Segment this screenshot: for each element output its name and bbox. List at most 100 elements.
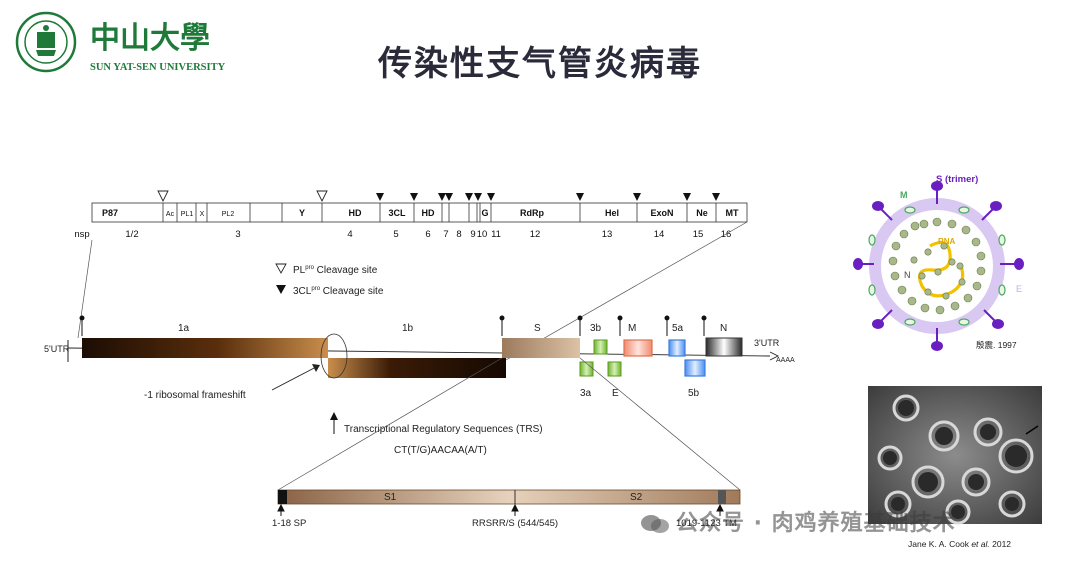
electron-micrograph: Jane K. A. Cook et al. 2012	[868, 386, 1042, 549]
spike-s2-label: S2	[630, 492, 643, 503]
nsp-box-label: HD	[349, 208, 362, 218]
watermark-text: 公众号 · 肉鸡养殖基础技术	[676, 511, 956, 536]
pl-cleavage-marker	[316, 190, 328, 203]
frameshift-annotation: -1 ribosomal frameshift	[144, 364, 320, 401]
virion-rna-label: RNA	[938, 237, 956, 246]
gene-5a-label: 5a	[672, 323, 684, 334]
gene-5a	[668, 339, 686, 357]
nsp-box-label: RdRp	[520, 208, 544, 218]
nsp-box-label: ExoN	[650, 208, 673, 218]
svg-text:PLpro Cleavage site: PLpro Cleavage site	[293, 265, 378, 276]
pl-cleavage-marker	[157, 190, 169, 203]
capsid-beads	[888, 217, 986, 315]
virion-n-label: N	[904, 270, 911, 280]
nsp-bar: P87 Ac PL1 X PL2 Y HD 3CL HD G RdRp Hel …	[74, 190, 748, 240]
3cl-cleavage-marker	[474, 193, 482, 201]
3cl-cleavage-marker	[683, 193, 691, 201]
nsp-box-label: 3CL	[388, 208, 406, 218]
nsp-number: 9	[470, 229, 475, 240]
spike-s1-label: S1	[384, 492, 397, 503]
frameshift-ellipse	[320, 333, 348, 379]
nsp-number: 10	[477, 229, 488, 240]
3cl-cleavage-marker	[633, 193, 641, 201]
legend-cl-sup: pro	[311, 286, 320, 292]
nsp-number: 6	[425, 229, 430, 240]
nsp-number: 4	[347, 229, 352, 240]
utr5-label: 5'UTR	[44, 344, 70, 354]
logo-english-name: SUN YAT-SEN UNIVERSITY	[90, 62, 226, 73]
gene-1b-label: 1b	[402, 323, 414, 334]
nsp-number: 14	[654, 229, 665, 240]
frameshift-label: -1 ribosomal frameshift	[144, 390, 246, 401]
polya-label: AAAA	[776, 357, 795, 364]
legend-pl-rest: Cleavage site	[314, 265, 378, 276]
gene-1a-label: 1a	[178, 323, 190, 334]
spike-proteins	[853, 181, 1024, 351]
nsp-box-label: PL2	[222, 211, 235, 218]
m-proteins	[868, 206, 1006, 326]
gene-M	[623, 339, 653, 357]
gene-5b	[684, 359, 706, 377]
trs-legend: Transcriptional Regulatory Sequences (TR…	[330, 412, 543, 456]
nsp-box-label: PL1	[181, 211, 194, 218]
spike-cleavage-label: RRSRR/S (544/545)	[472, 518, 558, 529]
virion-illustration: S (trimer) M RNA N E 殷震. 1997	[853, 174, 1024, 351]
nsp-box-label: Ne	[696, 208, 708, 218]
3cl-cleavage-marker	[487, 193, 495, 201]
gene-E-label: E	[612, 388, 619, 399]
gene-3a-label: 3a	[580, 388, 592, 399]
nsp-number: 13	[602, 229, 613, 240]
nucleocapsid-beads	[910, 242, 966, 300]
university-seal-icon	[15, 11, 77, 73]
nsp-box-label: Hel	[605, 208, 619, 218]
nsp-number: 8	[456, 229, 461, 240]
legend-cl-label: 3CL	[293, 286, 312, 297]
page-title: 传染性支气管炎病毒	[378, 44, 702, 84]
3cl-cleavage-marker	[376, 193, 384, 201]
gene-3a	[579, 361, 594, 377]
nsp-box-label: MT	[726, 208, 739, 218]
nsp-number: 5	[393, 229, 398, 240]
nsp-box-label: Ac	[166, 211, 175, 218]
em-citation: Jane K. A. Cook et al. 2012	[908, 539, 1011, 549]
spike-protein-bar: S1 S2 1-18 SP RRSRR/S (544/545) 1019-112…	[272, 489, 741, 529]
virion-e-label: E	[1016, 284, 1022, 294]
3cl-cleavage-legend-icon	[276, 285, 286, 294]
nsp-number: 15	[693, 229, 704, 240]
watermark: 公众号 · 肉鸡养殖基础技术	[640, 505, 956, 537]
virion-m-label: M	[900, 190, 908, 200]
pl-cleavage-legend-icon	[275, 263, 287, 274]
genome-map: 5'UTR 3'UTR AAAA 1a 1b S 3b 3a E M 5a 5b…	[44, 315, 795, 399]
nsp-box-label: HD	[422, 208, 435, 218]
nsp-box-label: X	[200, 211, 205, 218]
spike-sp-label: 1-18 SP	[272, 518, 306, 529]
gene-N	[705, 337, 743, 357]
logo-chinese-name: 中山大學	[90, 21, 210, 56]
nsp-box-label: Y	[299, 208, 305, 218]
gene-5b-label: 5b	[688, 388, 700, 399]
utr3-label: 3'UTR	[754, 338, 780, 348]
gene-3b	[593, 339, 608, 355]
virion-s-label: S (trimer)	[936, 174, 978, 185]
nsp-number: 3	[235, 229, 240, 240]
3cl-cleavage-marker	[576, 193, 584, 201]
legend-pl-sup: pro	[305, 265, 314, 271]
gene-S-label: S	[534, 323, 541, 334]
cleavage-legend: PLpro Cleavage site 3CLpro Cleavage site	[275, 263, 384, 297]
3cl-cleavage-marker	[712, 193, 720, 201]
em-pointer-arrow	[1025, 425, 1039, 435]
trs-label: Transcriptional Regulatory Sequences (TR…	[344, 424, 543, 435]
genome-diagram: P87 Ac PL1 X PL2 Y HD 3CL HD G RdRp Hel …	[44, 190, 795, 529]
nsp-number: 16	[721, 229, 732, 240]
nsp-number: 12	[530, 229, 541, 240]
legend-pl-label: PL	[293, 265, 306, 276]
gene-1a	[82, 338, 328, 358]
gene-E	[607, 361, 622, 377]
gene-S	[502, 338, 580, 358]
nsp-box-label: P87	[102, 208, 118, 218]
gene-3b-label: 3b	[590, 323, 602, 334]
gene-1b	[328, 358, 506, 378]
university-logo: 中山大學 SUN YAT-SEN UNIVERSITY	[14, 10, 254, 76]
3cl-cleavage-marker	[445, 193, 453, 201]
nsp-number: 11	[491, 229, 501, 240]
